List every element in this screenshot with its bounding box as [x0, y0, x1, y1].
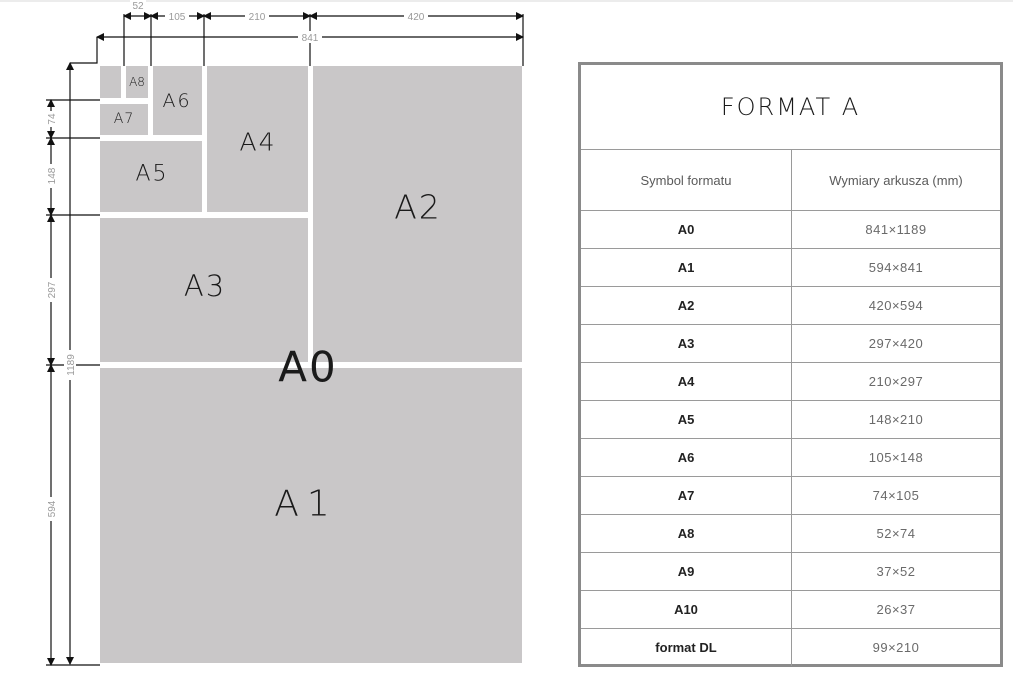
- cell-size: 26×37: [876, 602, 916, 617]
- label-a1: A1: [274, 483, 338, 525]
- sheet-a1: [100, 368, 522, 663]
- cell-symbol: A8: [581, 515, 792, 552]
- dim-148: 148: [47, 167, 58, 184]
- label-a6: A6: [162, 90, 192, 112]
- cell-size: 594×841: [868, 260, 924, 275]
- sheet-a8: [126, 66, 148, 98]
- cell-symbol: A3: [581, 325, 792, 362]
- top-border-line: [0, 0, 1013, 2]
- label-a7: A7: [113, 111, 135, 127]
- cell-symbol: A1: [581, 249, 792, 286]
- cell-symbol: A2: [581, 287, 792, 324]
- format-a-table: FORMAT A Symbol formatu Wymiary arkusza …: [578, 62, 1003, 667]
- sheet-a3: [100, 218, 308, 362]
- cell-symbol: A6: [581, 439, 792, 476]
- cell-size: 37×52: [876, 564, 916, 579]
- dim-74: 74: [47, 113, 58, 125]
- dim-105: 105: [169, 12, 186, 23]
- cell-symbol: A4: [581, 363, 792, 400]
- dim-594: 594: [47, 500, 58, 517]
- label-a8: A8: [129, 75, 145, 89]
- cell-symbol: A5: [581, 401, 792, 438]
- cell-symbol: A0: [581, 211, 792, 248]
- table-row: A1 594×841: [581, 249, 1000, 287]
- table-row: A10 26×37: [581, 591, 1000, 629]
- sheet-a7: [100, 104, 148, 135]
- cell-size: 148×210: [868, 412, 924, 427]
- dim-420: 420: [408, 12, 425, 23]
- table-row: A4 210×297: [581, 363, 1000, 401]
- cell-size: 99×210: [872, 640, 920, 655]
- dim-52: 52: [132, 1, 144, 12]
- header-symbol: Symbol formatu: [581, 150, 792, 210]
- table-row: format DL 99×210: [581, 629, 1000, 666]
- table-row: A3 297×420: [581, 325, 1000, 363]
- sheet-a4: [207, 66, 308, 212]
- table-row: A6 105×148: [581, 439, 1000, 477]
- dim-210: 210: [249, 12, 266, 23]
- cell-size: 210×297: [868, 374, 924, 389]
- label-a3: A3: [183, 269, 227, 303]
- label-a0: A0: [278, 342, 338, 392]
- label-a2: A2: [394, 187, 442, 227]
- sheet-a9: [100, 66, 121, 98]
- label-a4: A4: [239, 127, 277, 157]
- cell-symbol: A9: [581, 553, 792, 590]
- cell-size: 420×594: [868, 298, 924, 313]
- cell-symbol: A7: [581, 477, 792, 514]
- cell-size: 297×420: [868, 336, 924, 351]
- cell-size: 74×105: [872, 488, 920, 503]
- cell-size: 841×1189: [865, 222, 927, 237]
- sheet-a6: [153, 66, 202, 135]
- table-row: A2 420×594: [581, 287, 1000, 325]
- table-row: A9 37×52: [581, 553, 1000, 591]
- table-row: A8 52×74: [581, 515, 1000, 553]
- cell-size: 105×148: [868, 450, 924, 465]
- table-row: A7 74×105: [581, 477, 1000, 515]
- table-title: FORMAT A: [581, 65, 1000, 150]
- dim-841: 841: [302, 33, 319, 44]
- table-row: A0 841×1189: [581, 211, 1000, 249]
- sheet-a2: [313, 66, 522, 362]
- dim-297: 297: [47, 281, 58, 298]
- dimension-lines: 52 105 210 420 841 74 148 297 594 1189: [45, 0, 524, 666]
- dim-1189: 1189: [66, 354, 77, 376]
- cell-symbol: format DL: [581, 629, 792, 666]
- cell-size: 52×74: [876, 526, 916, 541]
- header-dimensions: Wymiary arkusza (mm): [829, 172, 963, 188]
- sheet-a5: [100, 141, 202, 212]
- table-row: A5 148×210: [581, 401, 1000, 439]
- table-header-row: Symbol formatu Wymiary arkusza (mm): [581, 150, 1000, 211]
- cell-symbol: A10: [581, 591, 792, 628]
- label-a5: A5: [135, 161, 169, 187]
